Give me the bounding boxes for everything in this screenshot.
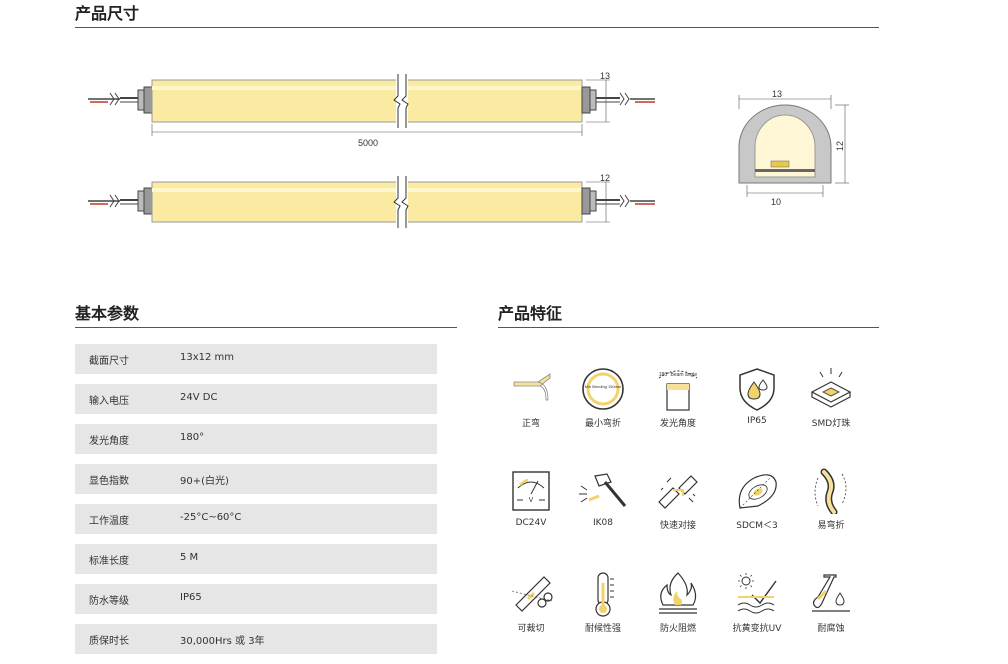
- feature-ip65: IP65: [727, 366, 787, 426]
- corrosion-resistant-icon: [812, 574, 850, 612]
- param-key: 输入电压: [89, 396, 129, 407]
- cuttable-icon: [511, 576, 553, 612]
- param-value: 5 M: [180, 552, 199, 563]
- color-consistency-icon: [738, 474, 777, 509]
- bend-icon: [513, 373, 551, 401]
- cross-section-diagram: 13 12 10: [738, 89, 849, 207]
- svg-text:V: V: [529, 497, 534, 504]
- cross-width-bottom: 10: [771, 197, 781, 207]
- feature-flexible: 易弯折: [801, 468, 861, 531]
- feature-weather: 耐候性强: [573, 571, 633, 634]
- feature-label: 耐腐蚀: [817, 624, 845, 634]
- param-row: 截面尺寸 13x12 mm: [75, 344, 437, 374]
- feature-label: 发光角度: [659, 419, 696, 429]
- features-title: 产品特征: [498, 304, 563, 323]
- feature-label: 抗黄变抗UV: [732, 624, 782, 634]
- feature-corrosion: 耐腐蚀: [801, 571, 861, 634]
- param-row: 防水等级 IP65: [75, 584, 437, 614]
- feature-label: 快速对接: [659, 521, 696, 531]
- feature-sdcm: SDCM＜3: [727, 468, 787, 531]
- top-height-label: 13: [600, 71, 610, 81]
- feature-label: IP65: [747, 416, 767, 426]
- strip-bottom: 12: [88, 173, 655, 228]
- param-value: -25°C~60°C: [180, 512, 242, 523]
- param-row: 显色指数 90+(白光): [75, 464, 437, 494]
- param-row: 输入电压 24V DC: [75, 384, 437, 414]
- cross-width-top: 13: [772, 89, 782, 99]
- anti-uv-icon: [737, 573, 777, 614]
- quick-connect-icon: [658, 475, 698, 509]
- beam-angle-text: 180° Beam angle: [659, 372, 698, 378]
- smd-chip-icon: [810, 368, 852, 408]
- param-key: 标准长度: [89, 556, 129, 567]
- params-divider: [75, 327, 457, 328]
- param-row: 工作温度 -25°C~60°C: [75, 504, 437, 534]
- params-title: 基本参数: [75, 304, 140, 323]
- feature-ik08: IK08: [573, 468, 633, 528]
- strip-top: 13 5000: [88, 71, 655, 148]
- feature-fire: 防火阻燃: [648, 571, 708, 634]
- feature-bend: 正弯: [501, 366, 561, 429]
- strip-side-diagram: 13 5000 12: [88, 71, 655, 228]
- feature-dc24v: V DC24V: [501, 468, 561, 528]
- feature-min-bend: Min Bending 150mm 最小弯折: [573, 366, 633, 429]
- param-key: 截面尺寸: [89, 356, 129, 367]
- feature-label: 耐候性强: [584, 624, 621, 634]
- bottom-height-label: 12: [600, 173, 610, 183]
- dimensions-title: 产品尺寸: [75, 4, 140, 23]
- feature-cuttable: 可裁切: [501, 571, 561, 634]
- param-key: 质保时长: [89, 636, 129, 647]
- feature-label: 正弯: [521, 419, 540, 429]
- feature-label: 最小弯折: [584, 419, 621, 429]
- min-bend-text: Min Bending 150mm: [585, 384, 622, 389]
- param-value: 30,000Hrs 或 3年: [180, 636, 265, 647]
- param-value: 13x12 mm: [180, 352, 235, 363]
- param-key: 防水等级: [89, 596, 129, 607]
- thermometer-icon: [595, 572, 614, 617]
- cross-height: 12: [835, 141, 845, 151]
- feature-label: 易弯折: [817, 521, 845, 531]
- voltmeter-icon: V: [512, 471, 550, 511]
- waterproof-shield-icon: [739, 368, 775, 411]
- param-value: IP65: [180, 592, 202, 603]
- feature-label: 可裁切: [517, 624, 545, 634]
- beam-angle-icon: 180° Beam angle: [658, 370, 698, 411]
- param-value: 24V DC: [180, 392, 218, 403]
- feature-label: IK08: [592, 518, 613, 528]
- param-value: 90+(白光): [180, 476, 229, 487]
- feature-smd: SMD灯珠: [801, 366, 861, 429]
- features-divider: [498, 327, 879, 328]
- param-row: 标准长度 5 M: [75, 544, 437, 574]
- param-key: 工作温度: [89, 516, 129, 527]
- min-bend-icon: Min Bending 150mm: [582, 368, 624, 410]
- feature-beam-angle: 180° Beam angle 发光角度: [648, 366, 708, 429]
- param-key: 显色指数: [89, 476, 129, 487]
- param-value: 180°: [180, 432, 205, 443]
- param-row: 质保时长 30,000Hrs 或 3年: [75, 624, 437, 654]
- length-label: 5000: [358, 138, 378, 148]
- flexible-icon: [814, 468, 847, 514]
- param-row: 发光角度 180°: [75, 424, 437, 454]
- feature-label: DC24V: [515, 518, 547, 528]
- flame-retardant-icon: [659, 572, 697, 614]
- hammer-icon: [579, 473, 627, 507]
- feature-anti-uv: 抗黄变抗UV: [727, 571, 787, 634]
- feature-label: SMD灯珠: [811, 419, 851, 429]
- param-key: 发光角度: [89, 436, 129, 447]
- feature-quick-connect: 快速对接: [648, 468, 708, 531]
- dimensions-divider: [75, 27, 879, 28]
- feature-label: 防火阻燃: [659, 624, 696, 634]
- feature-label: SDCM＜3: [736, 521, 778, 531]
